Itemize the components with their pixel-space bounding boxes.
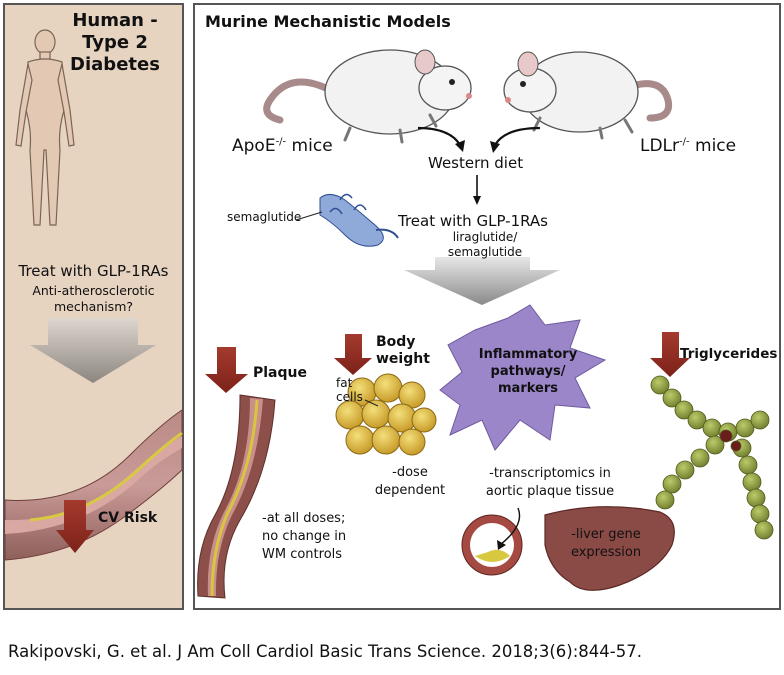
citation: Rakipovski, G. et al. J Am Coll Cardiol … xyxy=(8,642,642,661)
transcriptomics-line1: -transcriptomics in xyxy=(489,466,611,481)
apoe-mouse-icon xyxy=(263,49,472,144)
murine-panel xyxy=(193,3,781,610)
human-title-line3: Diabetes xyxy=(70,54,160,75)
plaque-note: -at all doses; no change in WM controls xyxy=(262,510,346,564)
triglycerides-label: Triglycerides xyxy=(680,346,778,362)
cv-risk-label: CV Risk xyxy=(98,510,158,526)
human-figure-icon xyxy=(15,29,75,226)
body-weight-line2: weight xyxy=(376,351,430,367)
inflammatory-star-shape xyxy=(439,304,607,451)
cv-risk-down-arrow xyxy=(56,500,94,553)
aortic-plaque-cross-section-icon xyxy=(461,514,523,576)
plaque-note-line1: -at all doses; xyxy=(262,511,346,526)
ldlr-superscript: -/- xyxy=(679,136,690,148)
dose-note: -dose dependent xyxy=(360,464,460,500)
fat-cells-cluster-icon xyxy=(335,373,437,456)
triglycerides-down-arrow xyxy=(650,332,690,377)
apoe-label-text: ApoE xyxy=(232,136,276,156)
human-mechanism-text: Anti-atherosclerotic mechanism? xyxy=(5,283,182,315)
fat-cells-label: fat cells xyxy=(336,376,363,404)
apoe-suffix-text: mice xyxy=(286,136,333,156)
murine-grey-arrow xyxy=(404,257,560,305)
human-blood-vessel xyxy=(4,409,183,561)
drug-names-line1: liraglutide/ xyxy=(452,230,518,244)
murine-treat-label: Treat with GLP-1RAs xyxy=(398,212,548,230)
semaglutide-molecule-icon xyxy=(295,193,399,247)
plaque-note-line2: no change in xyxy=(262,529,347,544)
dose-note-line2: dependent xyxy=(374,483,446,498)
western-diet-label: Western diet xyxy=(428,154,524,172)
liver-note-line2: expression xyxy=(570,545,642,560)
murine-title: Murine Mechanistic Models xyxy=(205,12,451,31)
fat-cells-line1: fat xyxy=(336,376,353,390)
dose-note-line1: -dose xyxy=(392,465,428,480)
triglyceride-chain-icon xyxy=(650,375,774,540)
body-weight-line1: Body xyxy=(376,334,416,350)
apoe-superscript: -/- xyxy=(275,136,287,148)
human-treat-label: Treat with GLP-1RAs xyxy=(18,262,169,280)
ldlr-label-text: LDLr xyxy=(640,136,680,156)
fat-cells-line2: cells xyxy=(336,390,363,404)
inflammatory-line2: pathways/ xyxy=(490,364,566,379)
human-mechanism-line2: mechanism? xyxy=(53,299,134,314)
semaglutide-label: semaglutide xyxy=(227,210,302,224)
plaque-down-arrow xyxy=(205,347,248,393)
plaque-note-line3: WM controls xyxy=(262,547,343,562)
mouse-aorta-vessel xyxy=(197,394,276,599)
human-title-line1: Human - xyxy=(72,10,158,31)
transcriptomics-line2: aortic plaque tissue xyxy=(485,484,615,499)
ldlr-mice-label: LDLr-/- mice xyxy=(640,136,736,156)
human-mechanism-line1: Anti-atherosclerotic xyxy=(32,283,155,298)
liver-note-line1: -liver gene xyxy=(571,527,641,542)
transcriptomics-note: -transcriptomics in aortic plaque tissue xyxy=(470,465,630,501)
body-weight-down-arrow xyxy=(334,334,372,375)
liver-icon xyxy=(544,506,675,591)
inflammatory-label: Inflammatory pathways/ markers xyxy=(478,346,578,397)
liver-note: -liver gene expression xyxy=(556,526,656,562)
drug-names-line2: semaglutide xyxy=(447,245,523,259)
apoe-mice-label: ApoE-/- mice xyxy=(232,136,333,156)
human-title-line2: Type 2 xyxy=(82,32,148,53)
ldlr-suffix-text: mice xyxy=(689,136,737,156)
body-weight-label: Body weight xyxy=(376,334,430,368)
plaque-label: Plaque xyxy=(253,365,307,381)
inflammatory-line1: Inflammatory xyxy=(478,347,578,362)
inflammatory-line3: markers xyxy=(498,381,558,396)
drug-names: liraglutide/ semaglutide xyxy=(440,230,530,260)
ldlr-mouse-icon xyxy=(503,51,673,140)
human-title: Human - Type 2 Diabetes xyxy=(60,10,170,76)
left-grey-arrow xyxy=(30,318,156,383)
